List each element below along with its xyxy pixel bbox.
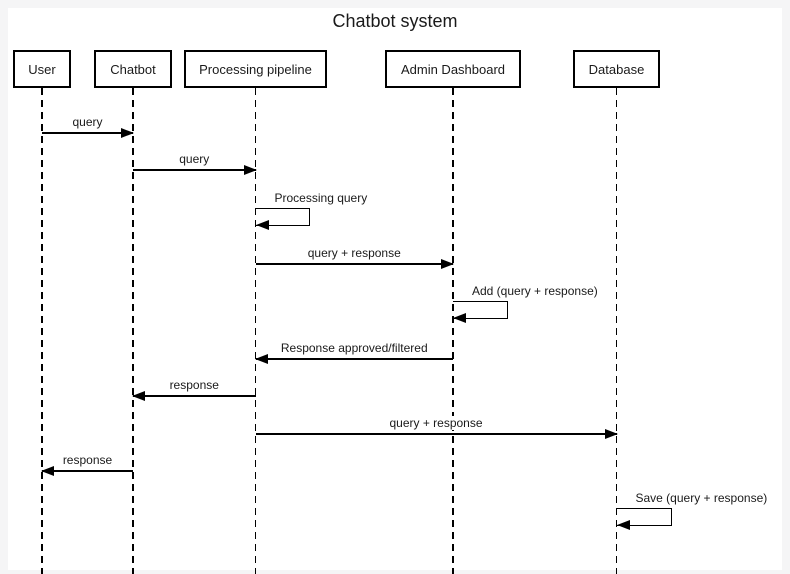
self-message-add-query-response: Add (query + response) — [453, 284, 600, 324]
arrowhead-right-icon — [441, 258, 454, 269]
message-line — [133, 169, 256, 171]
self-loop-line — [255, 208, 310, 226]
message-label: query — [70, 115, 105, 129]
message-label: response — [60, 453, 115, 467]
self-loop-line — [616, 508, 672, 526]
actor-label-admin-dashboard: Admin Dashboard — [400, 61, 506, 77]
arrowhead-left-icon — [254, 353, 268, 364]
actor-box-processing-pipeline: Processing pipeline — [184, 50, 327, 88]
arrowhead-left-icon — [132, 390, 145, 401]
actor-label-user: User — [28, 61, 56, 77]
message-label: query + response — [387, 416, 485, 430]
message-line — [255, 433, 617, 435]
arrowhead-left-icon — [41, 465, 54, 476]
message-line — [42, 470, 133, 472]
self-loop-line — [453, 301, 508, 319]
message-label: Response approved/filtered — [278, 341, 430, 355]
actor-box-user: User — [13, 50, 71, 88]
lifeline-user — [41, 88, 43, 574]
message-line — [255, 358, 453, 360]
message-label: Save (query + response) — [633, 491, 770, 505]
lifeline-database — [615, 88, 618, 574]
actor-label-database: Database — [588, 61, 645, 77]
message-label: query — [177, 152, 212, 166]
actor-box-admin-dashboard: Admin Dashboard — [385, 50, 521, 88]
actor-label-processing-pipeline: Processing pipeline — [199, 61, 312, 77]
self-message-processing-query: Processing query — [255, 191, 370, 231]
arrowhead-left-icon — [616, 520, 630, 531]
diagram-canvas — [8, 8, 782, 570]
message-label: response — [167, 378, 221, 392]
actor-label-chatbot: Chatbot — [110, 61, 156, 77]
lifeline-processing-pipeline — [254, 88, 257, 574]
message-label: Add (query + response) — [470, 284, 600, 298]
actor-box-chatbot: Chatbot — [94, 50, 172, 88]
lifeline-admin-dashboard — [452, 88, 454, 574]
actor-box-database: Database — [573, 50, 660, 88]
diagram-title: Chatbot system — [332, 11, 458, 31]
self-message-save-query-response: Save (query + response) — [616, 491, 770, 531]
arrowhead-right-icon — [121, 127, 134, 138]
message-label: Processing query — [272, 191, 370, 205]
message-label: query + response — [305, 246, 403, 260]
arrowhead-left-icon — [255, 220, 269, 231]
message-line — [133, 395, 256, 397]
arrowhead-left-icon — [453, 313, 466, 324]
message-line — [42, 132, 133, 134]
lifeline-chatbot — [132, 88, 134, 574]
arrowhead-right-icon — [604, 428, 618, 439]
message-line — [255, 263, 453, 265]
arrowhead-right-icon — [243, 164, 257, 175]
